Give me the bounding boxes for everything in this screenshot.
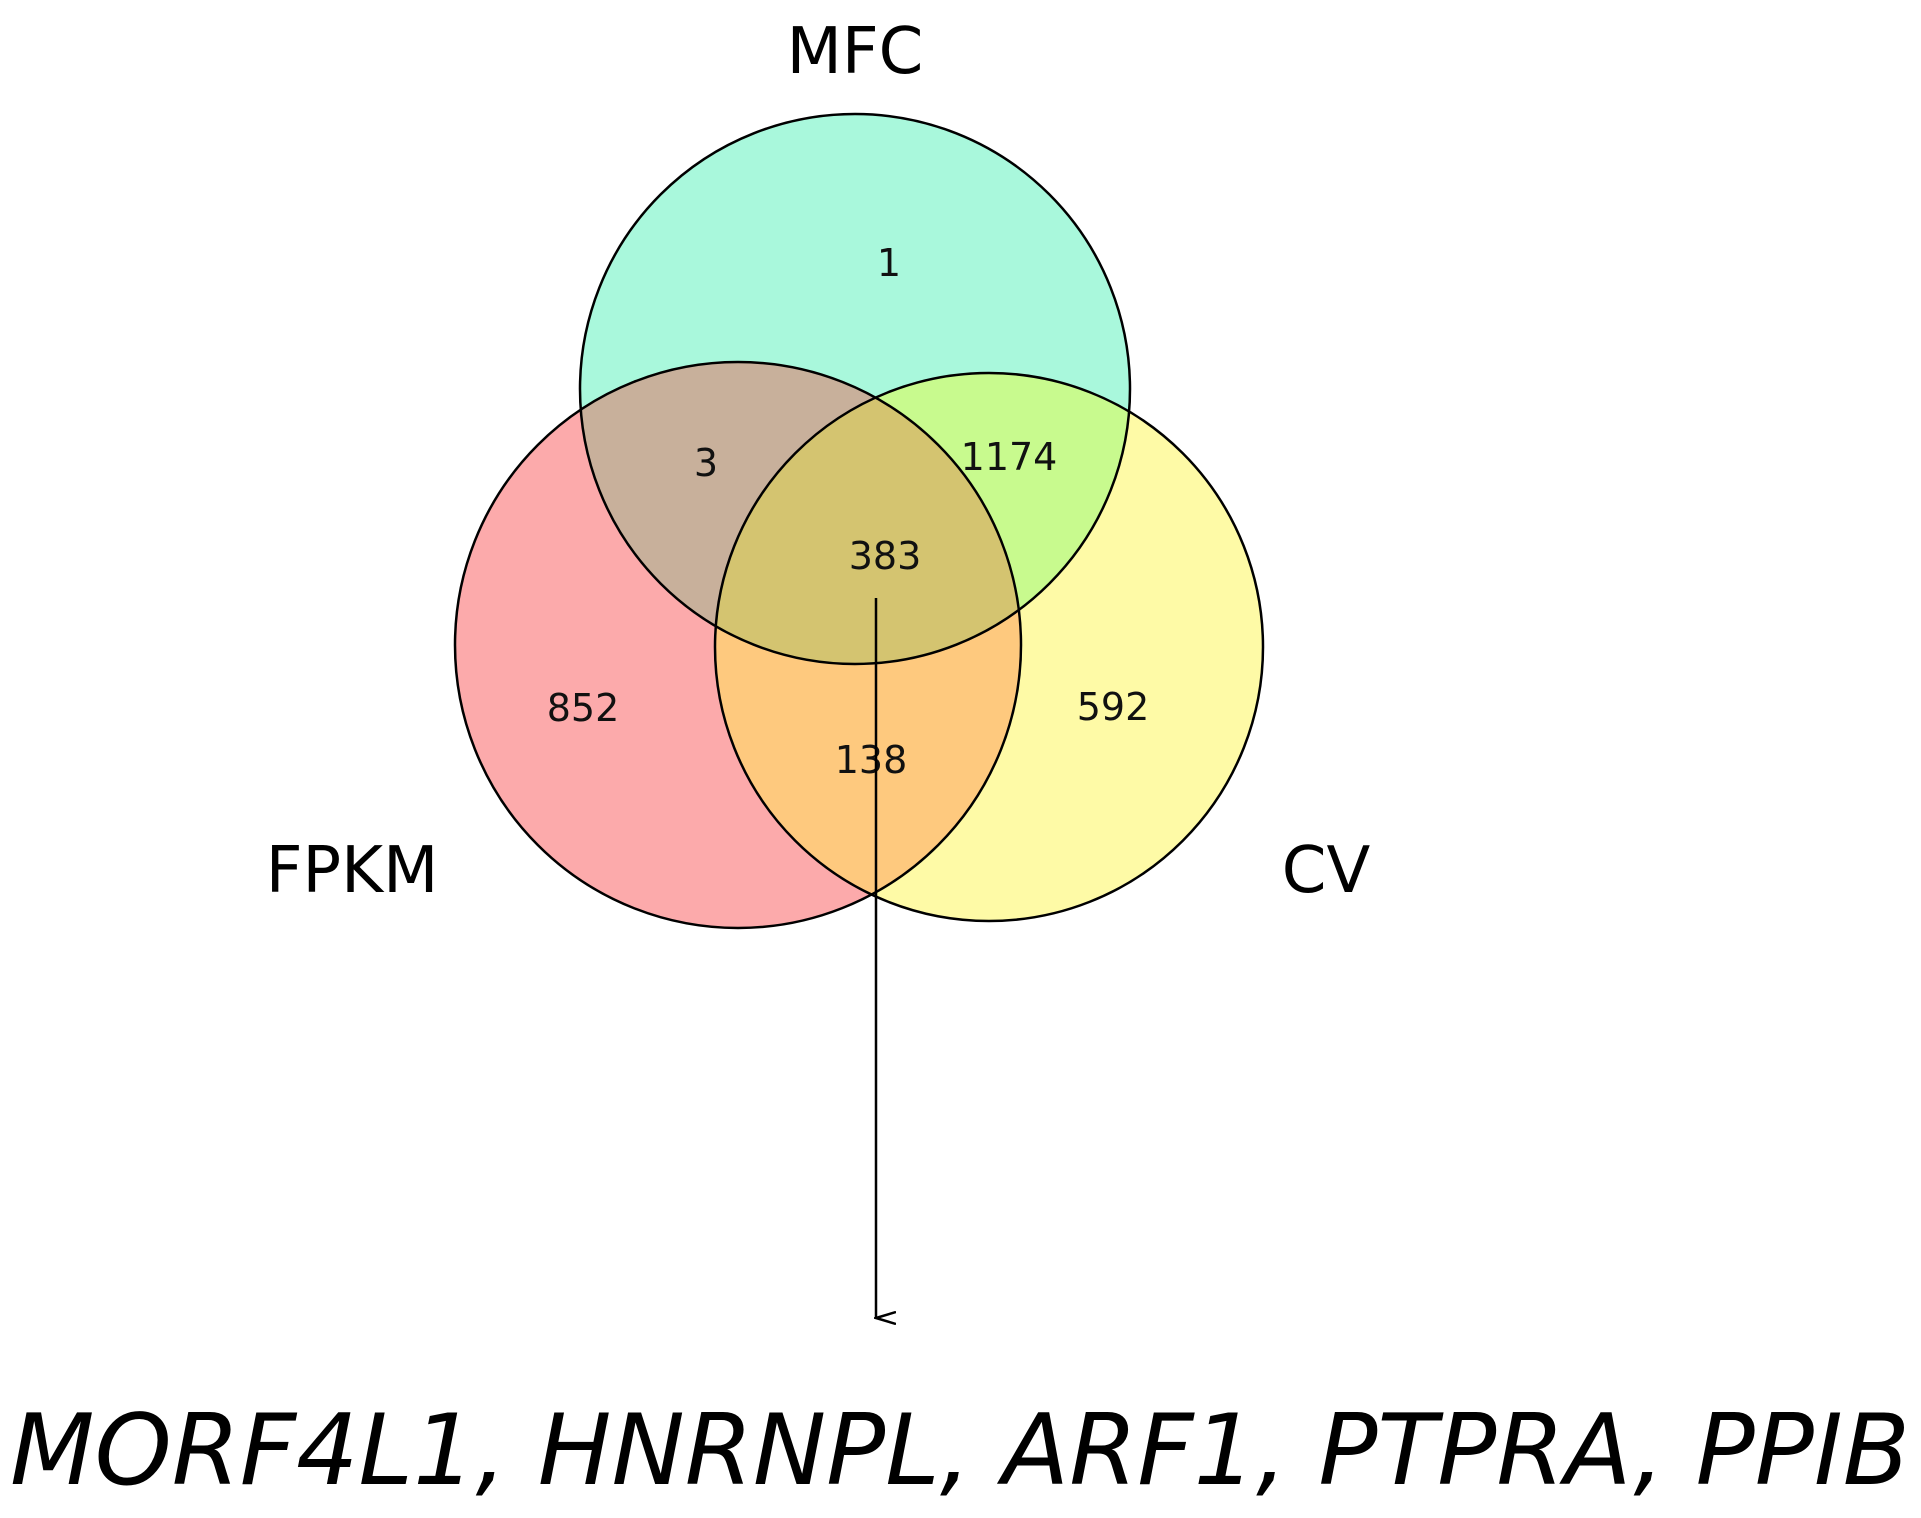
fpkm-cv-count: 138 — [835, 738, 908, 782]
fpkm-circle-outline — [453, 360, 1023, 930]
fpkm-only-count: 852 — [547, 686, 620, 730]
mfc-circle-outline — [578, 112, 1132, 666]
cv-only-count: 592 — [1077, 685, 1150, 729]
mfc-cv-count: 1174 — [961, 435, 1058, 479]
cv-circle-outline — [713, 371, 1265, 923]
all-three-count: 383 — [849, 534, 922, 578]
cv-label: CV — [1282, 834, 1371, 908]
mfc-only-count: 1 — [877, 241, 901, 285]
gene-list: MORF4L1, HNRNPL, ARF1, PTPRA, PPIB — [10, 1394, 1910, 1508]
mfc-label: MFC — [787, 15, 924, 89]
mfc-fpkm-count: 3 — [694, 441, 718, 485]
fpkm-label: FPKM — [266, 834, 439, 908]
